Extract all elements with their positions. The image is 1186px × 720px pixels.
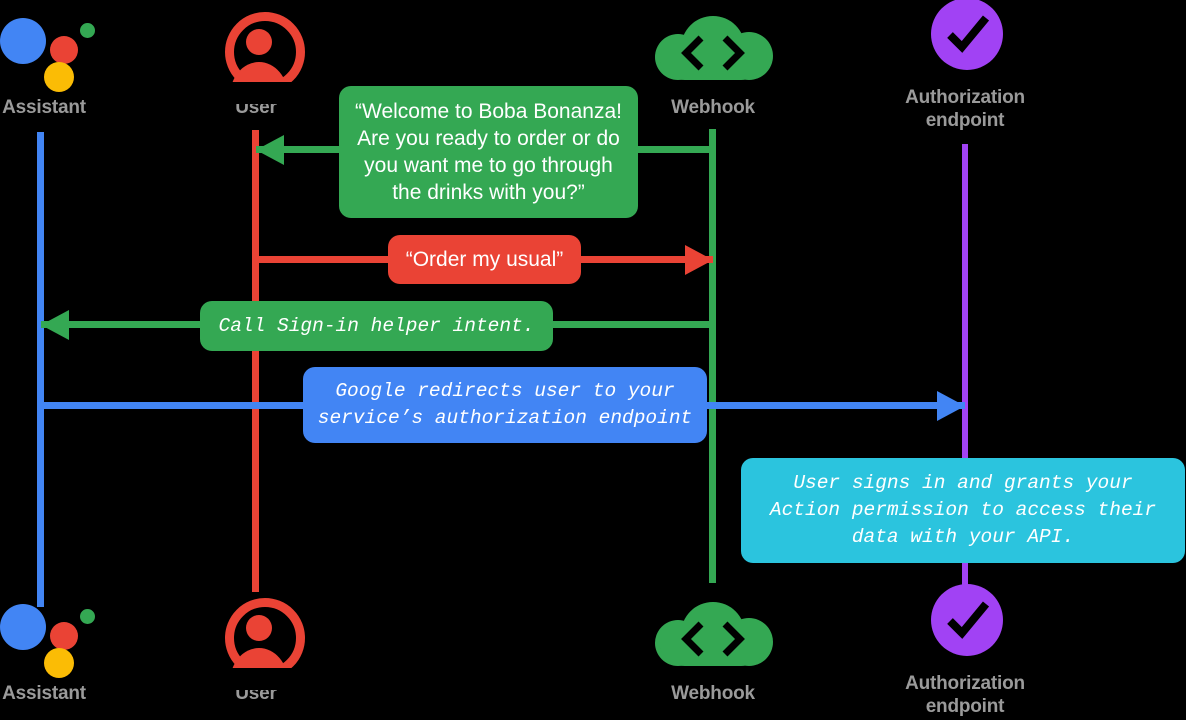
- message-bubble-signin: Call Sign-in helper intent.: [200, 301, 553, 351]
- actor-label-authorization-top: Authorization endpoint: [905, 87, 1025, 131]
- assistant-yellow-dot-icon: [44, 648, 74, 678]
- lifeline-webhook: [709, 129, 716, 583]
- actor-assistant-top: Assistant: [0, 4, 144, 119]
- message-bubble-order: “Order my usual”: [388, 235, 581, 284]
- actor-label-webhook-top: Webhook: [671, 97, 755, 118]
- assistant-red-dot-icon: [50, 36, 78, 64]
- actor-user-top: User: [156, 4, 356, 119]
- cloud-base: [659, 634, 767, 666]
- purple-checkmark-icon: [865, 0, 1065, 86]
- lifeline-assistant: [37, 132, 44, 607]
- checkmark-glyph-icon: [947, 601, 990, 639]
- actor-label-assistant-bottom: Assistant: [2, 683, 86, 704]
- google-assistant-logo-icon: [0, 4, 144, 96]
- actor-webhook-bottom: Webhook: [613, 590, 813, 705]
- actor-label-assistant-top: Assistant: [2, 97, 86, 118]
- assistant-yellow-dot-icon: [44, 62, 74, 92]
- lifeline-authorization: [962, 144, 968, 592]
- actor-authorization-top: Authorization endpoint: [865, 0, 1065, 132]
- message-bubble-signs-in: User signs in and grants your Action per…: [741, 458, 1185, 563]
- actor-label-authorization-bottom: Authorization endpoint: [905, 673, 1025, 717]
- user-head-shape: [246, 615, 272, 641]
- assistant-blue-dot-icon: [0, 604, 46, 650]
- actor-assistant-bottom: Assistant: [0, 590, 144, 705]
- code-brackets-icon: [681, 621, 745, 657]
- message-text-order: “Order my usual”: [405, 248, 564, 271]
- assistant-green-dot-icon: [80, 609, 95, 624]
- user-avatar-icon: [156, 590, 356, 690]
- user-clip-mask: [220, 668, 298, 690]
- arrowhead-order: [685, 245, 713, 275]
- arrowhead-welcome: [256, 135, 284, 165]
- assistant-red-dot-icon: [50, 622, 78, 650]
- google-assistant-logo-icon: [0, 590, 144, 682]
- purple-checkmark-icon: [865, 580, 1065, 672]
- assistant-green-dot-icon: [80, 23, 95, 38]
- message-bubble-redirect: Google redirects user to your service’s …: [303, 367, 707, 443]
- actor-label-webhook-bottom: Webhook: [671, 683, 755, 704]
- cloud-code-icon: [613, 4, 813, 96]
- user-head-shape: [246, 29, 272, 55]
- message-text-welcome: “Welcome to Boba Bonanza! Are you ready …: [355, 100, 622, 204]
- actor-webhook-top: Webhook: [613, 4, 813, 119]
- auth-circle-shape: [931, 584, 1003, 656]
- user-avatar-icon: [156, 4, 356, 104]
- user-clip-mask: [220, 82, 298, 104]
- cloud-shape: [653, 602, 773, 666]
- cloud-base: [659, 48, 767, 80]
- actor-user-bottom: User: [156, 590, 356, 705]
- arrowhead-signin: [41, 310, 69, 340]
- cloud-code-icon: [613, 590, 813, 682]
- message-text-redirect: Google redirects user to your service’s …: [317, 380, 693, 429]
- code-brackets-icon: [681, 35, 745, 71]
- message-text-signs-in: User signs in and grants your Action per…: [769, 472, 1157, 548]
- arrowhead-redirect: [937, 391, 965, 421]
- checkmark-glyph-icon: [947, 15, 990, 53]
- assistant-blue-dot-icon: [0, 18, 46, 64]
- message-bubble-welcome: “Welcome to Boba Bonanza! Are you ready …: [339, 86, 638, 218]
- message-text-signin: Call Sign-in helper intent.: [218, 314, 535, 337]
- lifeline-user: [252, 130, 259, 592]
- actor-authorization-bottom: Authorization endpoint: [865, 580, 1065, 718]
